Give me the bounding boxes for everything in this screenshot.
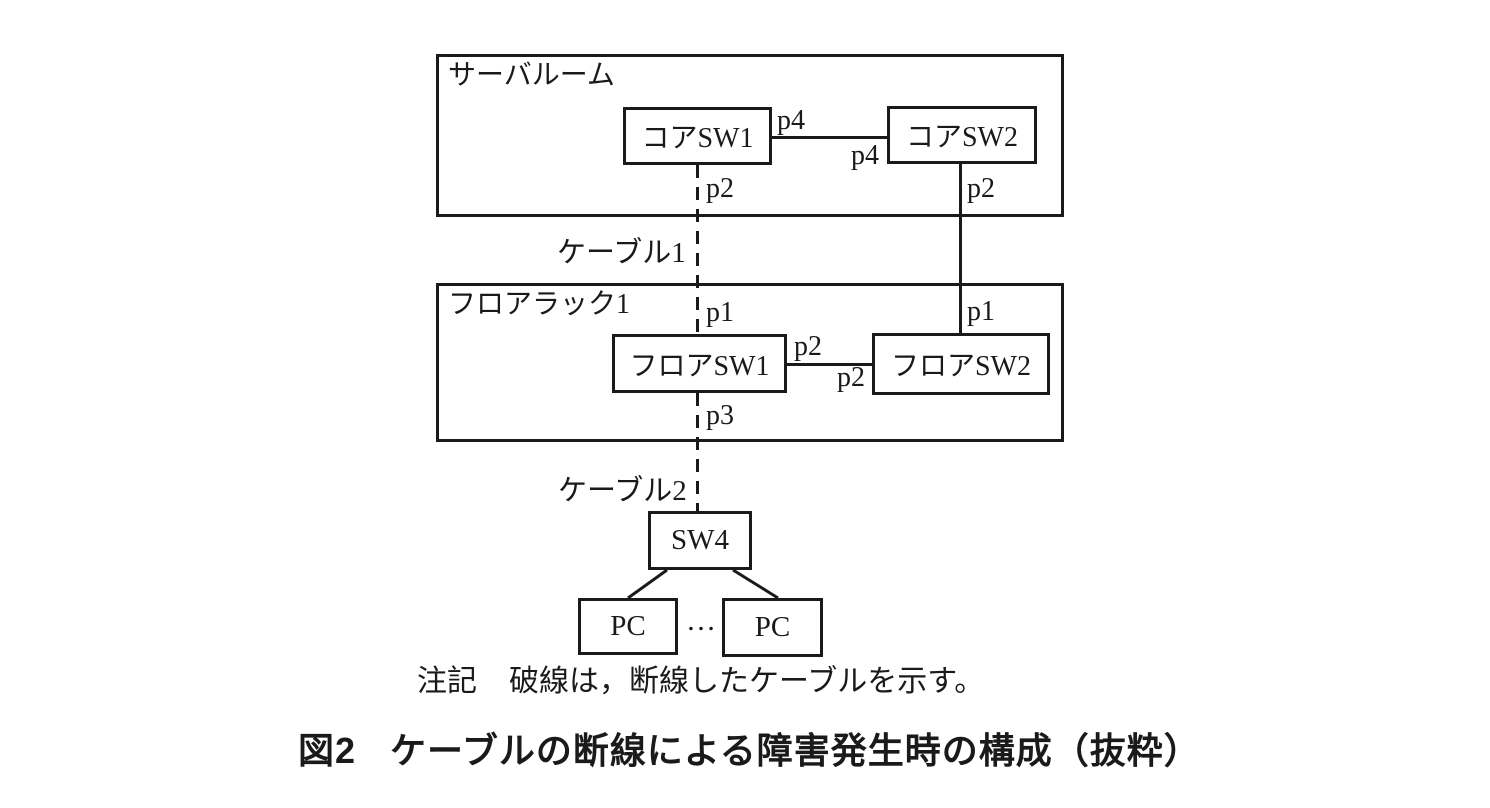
sw4-label: SW4 — [671, 524, 729, 556]
floor-sw1-p1-port-label: p1 — [706, 297, 734, 328]
floor-sw2-p2-port-label: p2 — [837, 362, 865, 393]
sw4-pc2-link-line — [732, 568, 779, 600]
core-sw1-box: コアSW1 — [623, 107, 772, 165]
floor-rack1-box — [436, 283, 1064, 442]
sw4-pc1-link-line — [627, 568, 668, 600]
note-label: 注記 — [417, 665, 477, 698]
core-sw2-p4-port-label: p4 — [851, 140, 879, 171]
core-sw1-p2-port-label: p2 — [706, 173, 734, 204]
sw4-box: SW4 — [648, 511, 752, 570]
floor-sw1-label: フロアSW1 — [629, 350, 770, 382]
core-sw2-floor-sw2-line — [959, 163, 962, 333]
floor-rack1-label: フロアラック1 — [448, 289, 631, 320]
floor-sw1-box: フロアSW1 — [612, 334, 787, 393]
server-room-label: サーバルーム — [448, 60, 615, 91]
caption-number: 図2 — [298, 730, 357, 771]
core-sw1-p4-port-label: p4 — [777, 105, 805, 136]
cable2-dashed-line — [696, 393, 699, 511]
floor-sw2-p1-port-label: p1 — [967, 296, 995, 327]
floor-sw1-floor-sw2-line — [787, 363, 872, 366]
server-room-box — [436, 54, 1064, 217]
pc-ellipsis: … — [686, 604, 716, 637]
pc2-box: PC — [722, 598, 823, 657]
core-sw2-box: コアSW2 — [887, 106, 1037, 164]
note-text: 破線は，断線したケーブルを示す。 — [509, 665, 985, 698]
core-sw2-p2-port-label: p2 — [967, 173, 995, 204]
cable1-label: ケーブル1 — [557, 237, 686, 269]
floor-sw1-p3-port-label: p3 — [706, 400, 734, 431]
pc2-label: PC — [754, 611, 791, 643]
floor-sw2-label: フロアSW2 — [890, 351, 1031, 382]
core-sw1-core-sw2-line — [772, 136, 887, 139]
core-sw1-label: コアSW1 — [641, 123, 754, 154]
figure-caption: 図2 ケーブルの断線による障害発生時の構成（抜粋） — [298, 722, 1201, 774]
floor-sw1-p2-port-label: p2 — [794, 331, 822, 362]
pc1-box: PC — [578, 598, 678, 655]
sw4-pc-links — [627, 568, 779, 600]
core-sw2-label: コアSW2 — [905, 122, 1018, 153]
cable2-label: ケーブル2 — [558, 475, 687, 507]
pc1-label: PC — [610, 610, 646, 642]
cable1-dashed-line — [696, 165, 699, 334]
floor-sw2-box: フロアSW2 — [872, 333, 1050, 395]
figure-note: 注記破線は，断線したケーブルを示す。 — [417, 665, 984, 700]
caption-text: ケーブルの断線による障害発生時の構成（抜粋） — [390, 730, 1201, 771]
